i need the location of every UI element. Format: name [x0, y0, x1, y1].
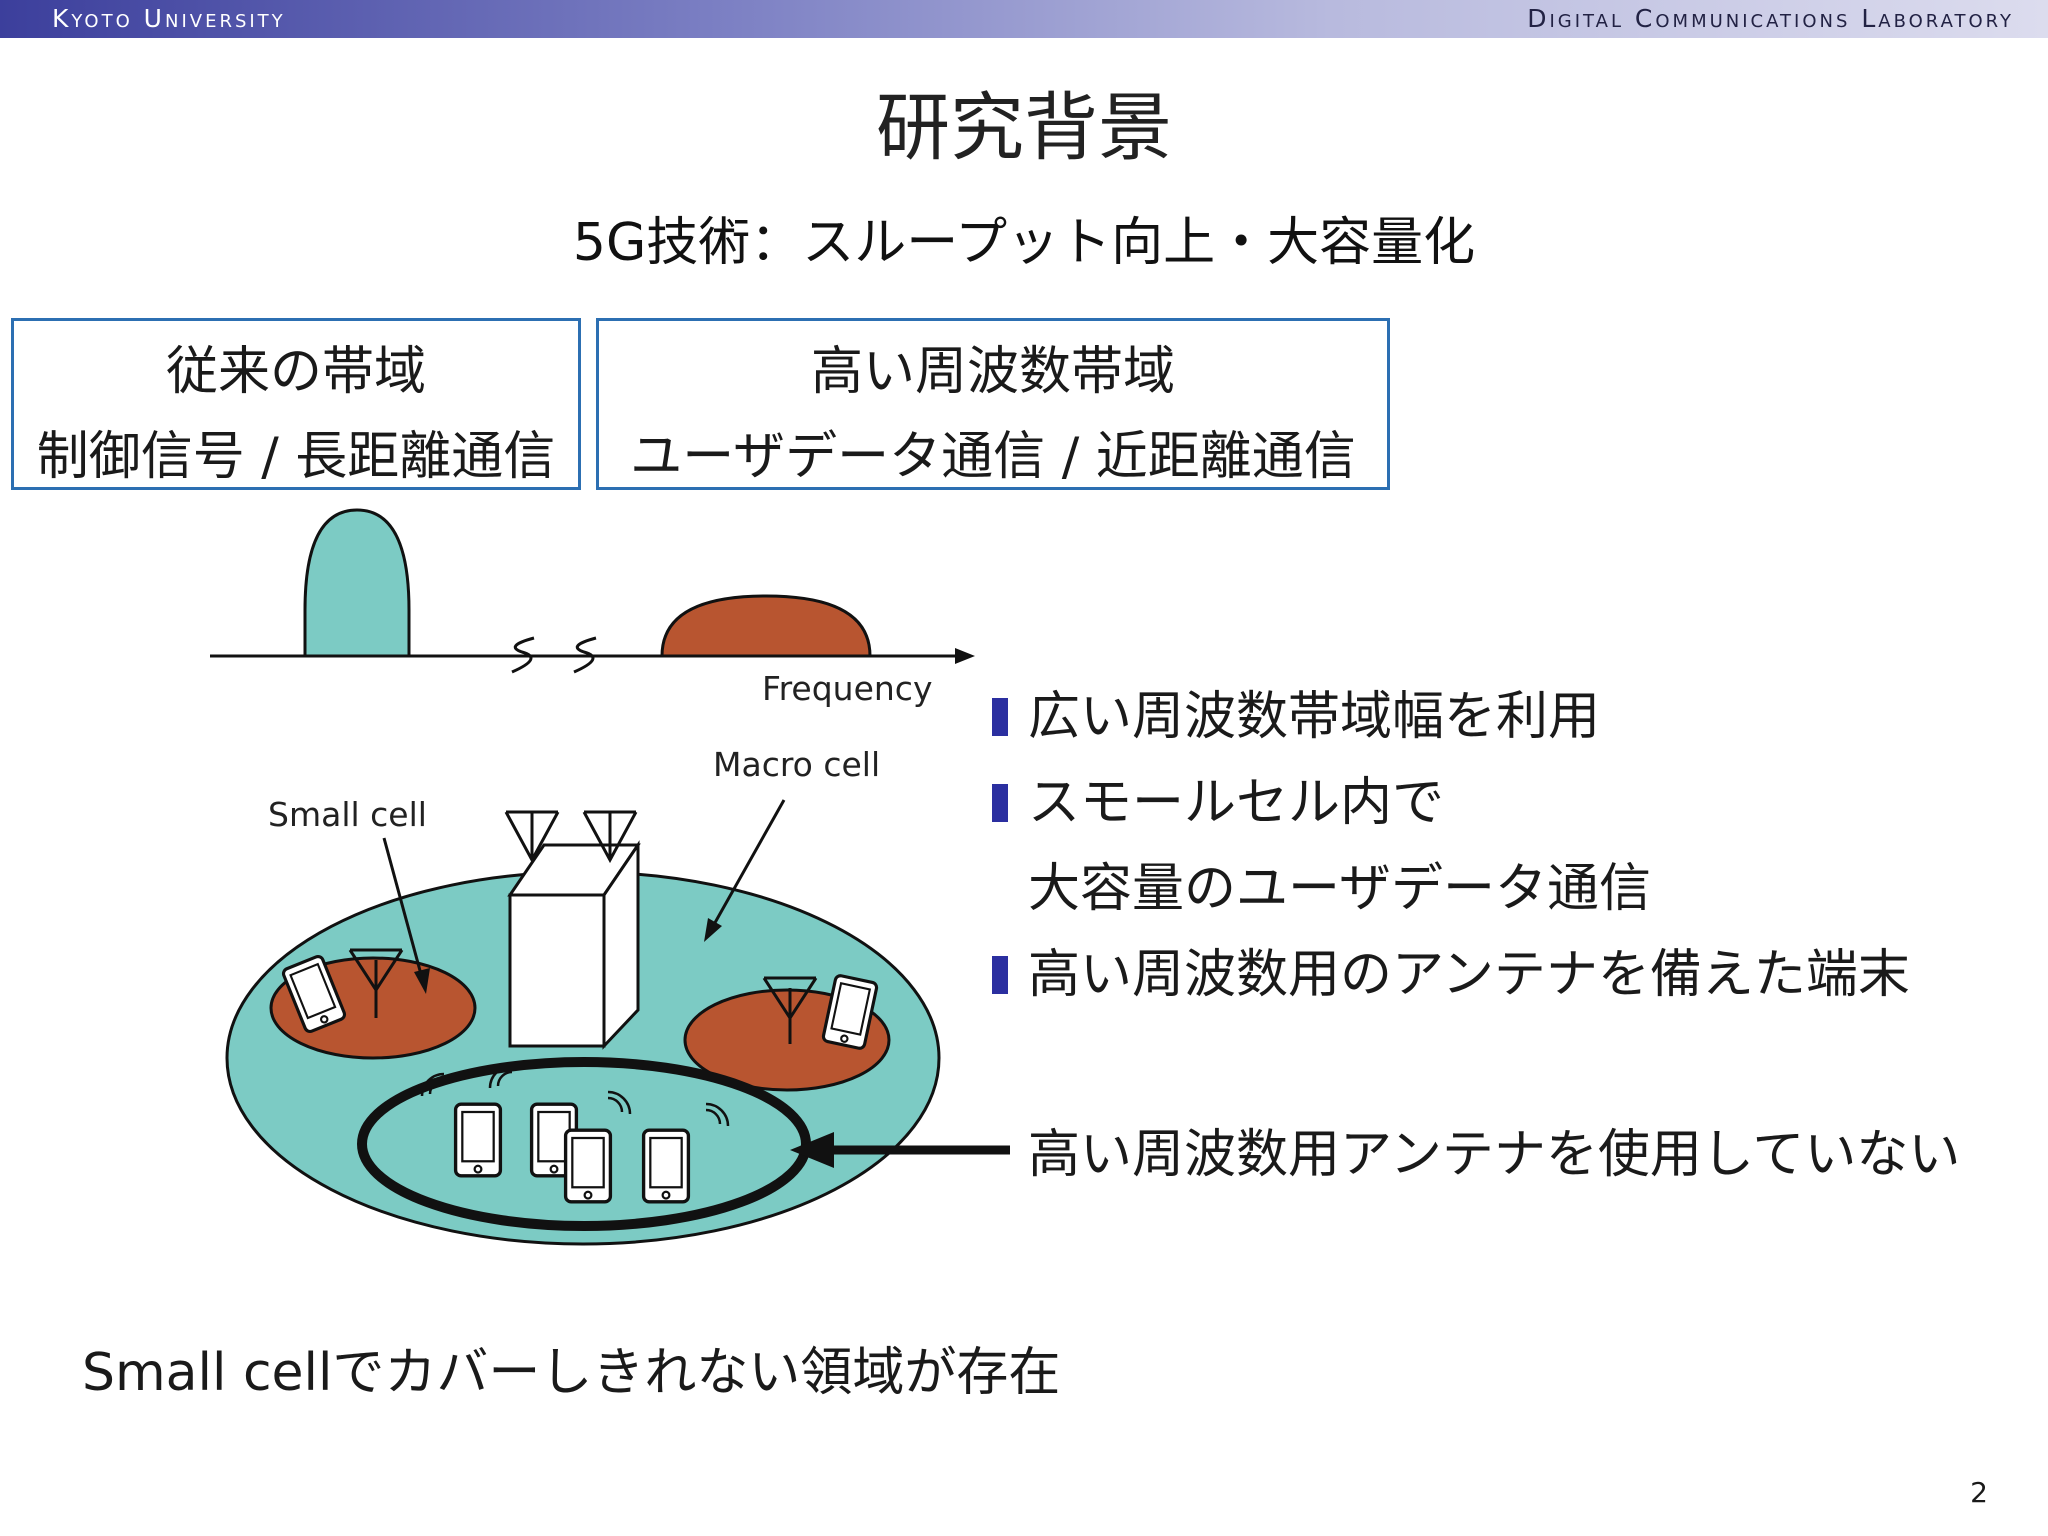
slide-subtitle: 5G技術：スループット向上・大容量化: [572, 213, 1476, 273]
macro-cell-pointer-line: [710, 799, 786, 929]
bullet-text: 高い周波数用のアンテナを備えた端末: [1028, 945, 1910, 1005]
slide-title: 研究背景: [876, 85, 1172, 171]
conventional-band-shape: [303, 508, 411, 658]
header-bar: Kyoto University Digital Communications …: [0, 0, 2048, 38]
macro-antenna-2-icon: [582, 810, 638, 864]
lab-name: Digital Communications Laboratory: [1527, 4, 2014, 33]
frequency-label: Frequency: [762, 669, 932, 708]
conventional-band-usage: 制御信号 / 長距離通信: [36, 427, 556, 487]
macro-cell-pointer-arrowhead: [704, 918, 722, 942]
diagram-labels: Macro cell Small cell: [268, 745, 1010, 1168]
page-number: 2: [1970, 1476, 1988, 1509]
bullet-item: 広い周波数帯域幅を利用: [990, 680, 1910, 766]
high-band-shape: [660, 594, 872, 658]
macro-cell-area: [225, 810, 941, 1246]
bullet-marker: [992, 956, 1008, 994]
bullet-text: スモールセル内で: [1028, 773, 1445, 833]
small-cell-label: Small cell: [268, 795, 427, 834]
axis-break-mark-1: [511, 636, 535, 674]
macro-cell-label: Macro cell: [713, 745, 880, 784]
small-cell-left-antenna-icon: [348, 948, 404, 1018]
bullet-text: 大容量のユーザデータ通信: [1028, 859, 1651, 919]
signal-wave-icon-4: [705, 1102, 730, 1127]
base-station-tower: [504, 810, 641, 1050]
small-cell-right-antenna-icon: [762, 976, 818, 1044]
small-cell-pointer-line: [382, 837, 424, 979]
high-band-box: 高い周波数帯域 ユーザデータ通信 / 近距離通信: [596, 318, 1390, 490]
frequency-axis-arrowhead: [955, 648, 975, 664]
bullet-continuation: 大容量のユーザデータ通信: [990, 852, 1910, 938]
phone-icon-uncovered-1: [453, 1102, 503, 1178]
bullet-list: 広い周波数帯域幅を利用 スモールセル内で 大容量のユーザデータ通信 高い周波数用…: [990, 680, 1910, 1024]
phone-icon-uncovered-4: [641, 1128, 691, 1204]
bullet-marker: [992, 698, 1008, 736]
bullet-item: 高い周波数用のアンテナを備えた端末: [990, 938, 1910, 1024]
callout-text: 高い周波数用アンテナを使用していない: [1028, 1125, 1961, 1185]
conventional-band-box: 従来の帯域 制御信号 / 長距離通信: [11, 318, 581, 490]
bullet-text: 広い周波数帯域幅を利用: [1028, 687, 1601, 747]
university-name: Kyoto University: [52, 4, 286, 33]
axis-break-mark-2: [573, 636, 597, 674]
frequency-spectrum: Frequency: [210, 508, 975, 708]
small-cell-pointer-arrowhead: [414, 968, 430, 994]
callout-arrowhead: [790, 1132, 834, 1168]
bullet-marker: [992, 784, 1008, 822]
bullet-item: スモールセル内で: [990, 766, 1910, 852]
high-band-title: 高い周波数帯域: [810, 342, 1175, 402]
signal-wave-icon-3: [607, 1090, 632, 1115]
conventional-band-title: 従来の帯域: [165, 342, 426, 402]
footer-statement: Small cellでカバーしきれない領域が存在: [82, 1343, 1061, 1403]
macro-antenna-1-icon: [504, 810, 560, 864]
high-band-usage: ユーザデータ通信 / 近距離通信: [630, 427, 1356, 487]
phone-icon-uncovered-3: [563, 1128, 613, 1204]
